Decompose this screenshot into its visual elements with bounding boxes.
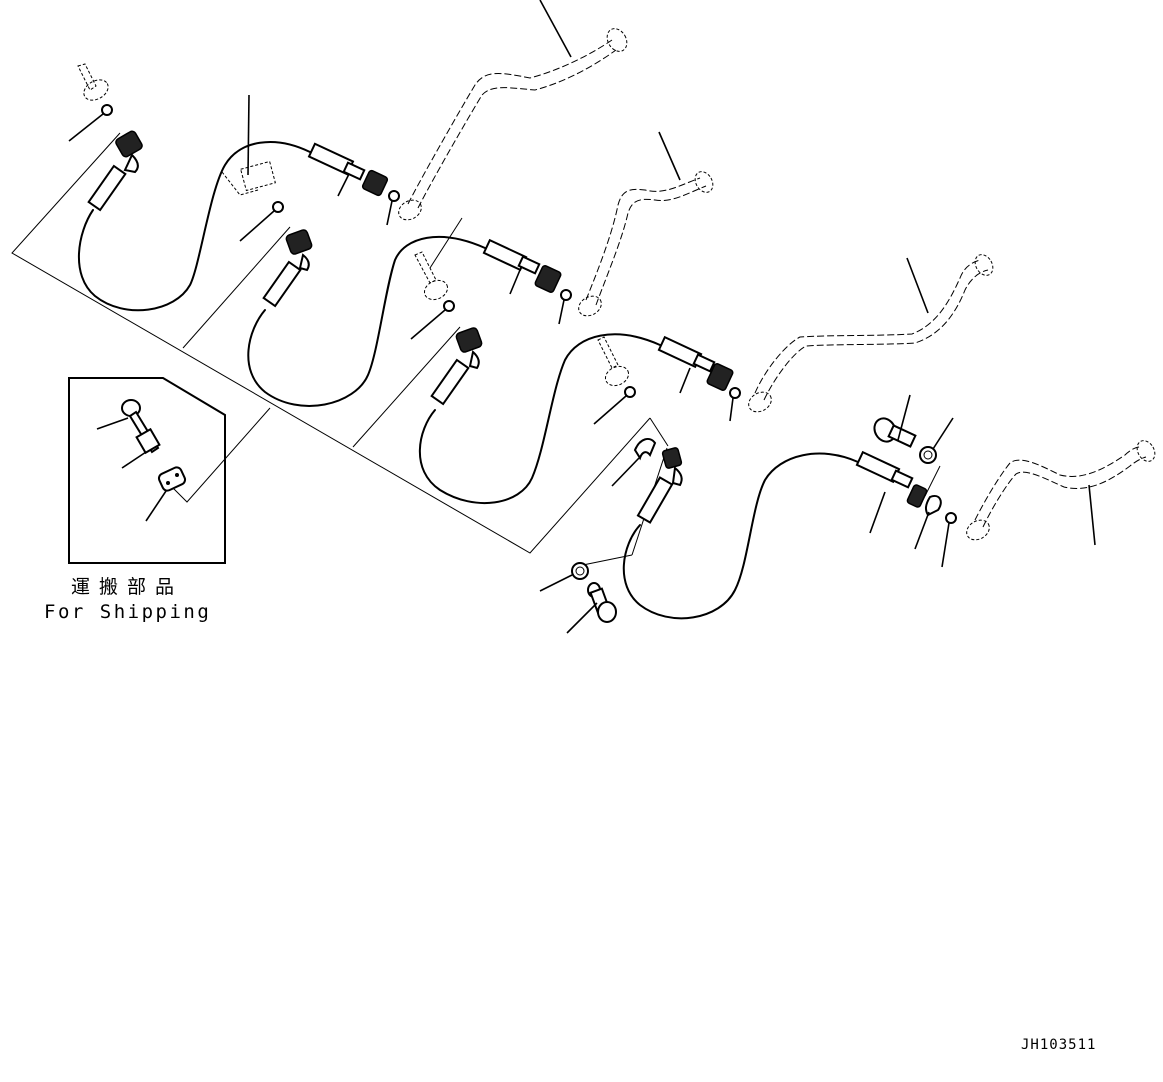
pipe-4 (966, 440, 1156, 546)
bolt-icon (873, 394, 917, 448)
shipping-label-en: For Shipping (44, 601, 212, 623)
shipping-inset (68, 377, 271, 564)
pipe-2 (578, 131, 714, 317)
grouping-bracket (11, 132, 669, 554)
hose-assembly-4 (539, 394, 1156, 634)
shipping-label-jp: 運搬部品 (71, 576, 184, 598)
drawing-id: JH103511 (1021, 1037, 1097, 1053)
pipe-3 (748, 254, 994, 413)
pipe-1 (398, 0, 628, 221)
bolt-lower-icon (566, 582, 617, 634)
hose-assembly-3 (418, 254, 994, 504)
hose-assembly-2 (247, 131, 714, 407)
hose-assembly-1 (68, 0, 628, 312)
split-flange-icon (157, 466, 187, 492)
